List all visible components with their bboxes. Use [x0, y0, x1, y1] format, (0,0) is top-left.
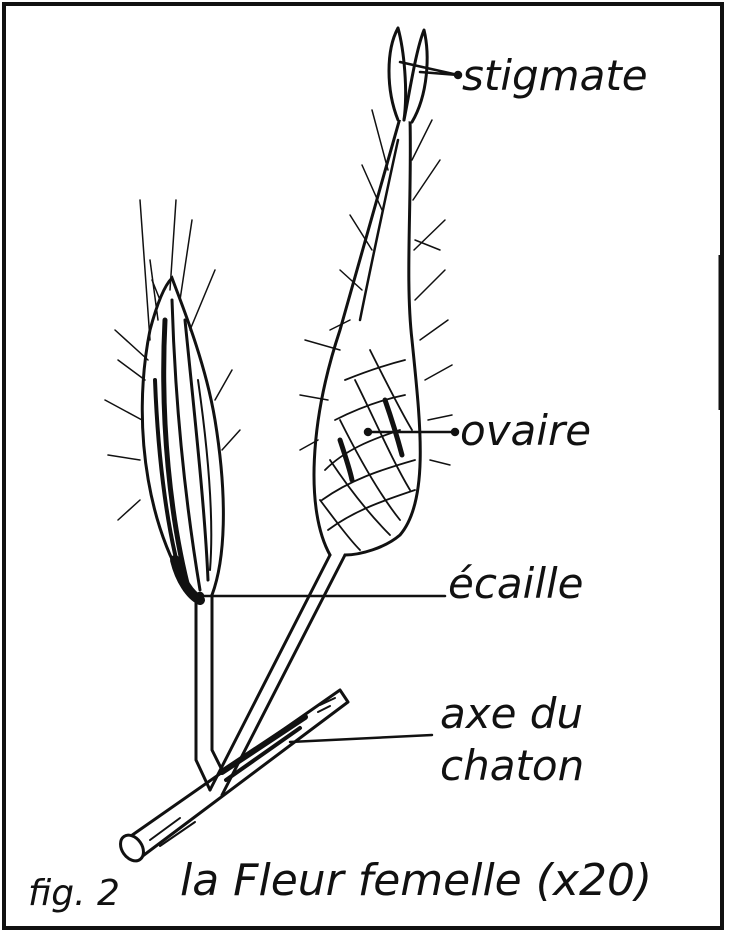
- leader-lines: [197, 62, 461, 742]
- label-ovaire: ovaire: [460, 406, 591, 455]
- caption-title: la Fleur femelle (x20): [180, 855, 652, 906]
- figure-border: [4, 4, 722, 928]
- leader-axe: [290, 735, 432, 742]
- caption-fig: fig. 2: [28, 873, 120, 914]
- scale-drawing: [105, 200, 240, 790]
- label-axe-line1: axe du: [440, 689, 583, 738]
- label-axe-line2: chaton: [440, 741, 584, 790]
- pistil-drawing: [210, 28, 452, 795]
- leader-stigmate: [400, 62, 458, 75]
- label-stigmate: stigmate: [462, 51, 648, 100]
- label-ecaille: écaille: [448, 559, 584, 608]
